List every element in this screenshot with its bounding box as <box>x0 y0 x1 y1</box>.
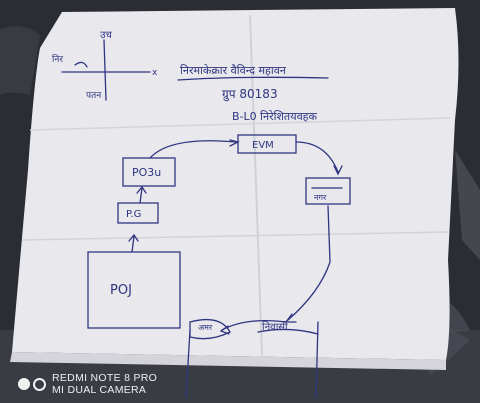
heading-line2: ग्रुप 80183 <box>222 87 278 102</box>
paper-crease <box>249 14 263 356</box>
axis-x-left-label: निर <box>52 53 63 65</box>
evm-box-label: EVM <box>252 140 274 151</box>
arrowhead <box>128 233 139 242</box>
arrowhead <box>229 139 240 147</box>
ring-dot-icon <box>33 377 46 391</box>
arrowhead <box>136 185 147 194</box>
poj-box-label: POJ <box>110 283 132 298</box>
right-box-label: नगर <box>314 193 327 202</box>
paper-sheet <box>12 8 459 360</box>
pg-box-label: P.G <box>126 209 141 220</box>
arrow-right-down <box>287 205 331 321</box>
axis-y-label: उच <box>100 30 112 41</box>
watermark-line2: MI DUAL CAMERA <box>52 384 147 396</box>
arrow-evm-right <box>295 141 339 173</box>
filled-dot-icon <box>18 378 30 390</box>
heading-underline <box>177 76 329 81</box>
poj-box <box>87 251 181 329</box>
fabric-pattern <box>0 26 40 95</box>
arrowhead <box>333 165 343 176</box>
right-box <box>305 177 351 205</box>
axis-scribble <box>74 61 88 68</box>
arrow-pg-pou <box>139 187 143 204</box>
bottom-line <box>185 329 191 399</box>
bottom-right-underline <box>257 328 319 335</box>
heading-line3: B-L0 निरेशितयवहक <box>232 110 318 123</box>
watermark-dots-icon <box>18 377 46 391</box>
pou-box-label: PO3u <box>132 166 161 179</box>
evm-box <box>237 134 297 154</box>
camera-watermark: REDMI NOTE 8 PRO MI DUAL CAMERA <box>18 372 157 396</box>
paper-crease <box>21 231 449 241</box>
ink-drawing <box>61 39 351 399</box>
axis-vertical <box>103 39 107 101</box>
paper-shadow <box>10 352 446 370</box>
fabric-fold <box>455 150 480 260</box>
bottom-right-label: निवासी <box>262 321 288 333</box>
axis-x-right-label: x <box>152 68 158 78</box>
paper-crease <box>29 117 451 131</box>
arrow-poj-pg <box>131 235 135 253</box>
bottom-mid-shape <box>189 318 231 340</box>
pg-box <box>117 202 159 224</box>
watermark-text: REDMI NOTE 8 PRO MI DUAL CAMERA <box>52 372 157 396</box>
handwritten-texts: उच निर x पतन निरमाकेक्रार वैविन्द महावन … <box>52 30 327 333</box>
bottom-mid-label: अमर <box>198 323 213 332</box>
bottom-line <box>315 321 319 399</box>
axis-bottom-label: पतन <box>86 91 102 101</box>
heading-line1: निरमाकेक्रार वैविन्द महावन <box>180 64 287 77</box>
arrow-pou-evm <box>149 140 237 159</box>
watermark-line1: REDMI NOTE 8 PRO <box>52 372 158 384</box>
pou-box <box>122 157 176 187</box>
